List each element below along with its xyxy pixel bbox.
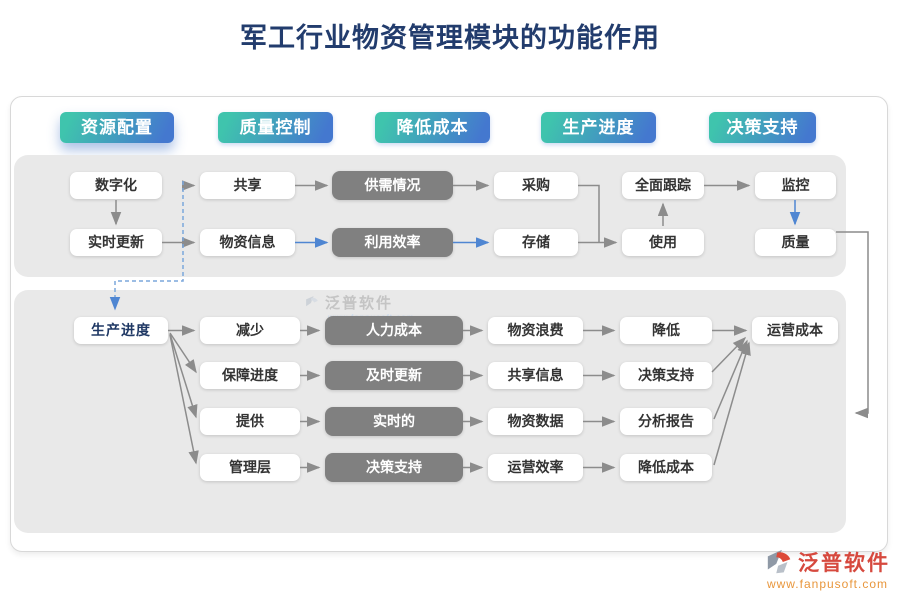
node-timely-update: 及时更新: [325, 361, 463, 390]
node-analysis-report: 分析报告: [620, 408, 712, 435]
node-provide: 提供: [200, 408, 300, 435]
node-realtime: 实时的: [325, 407, 463, 436]
pill-cost-reduction[interactable]: 降低成本: [375, 112, 490, 143]
footer-brand: 泛普软件: [798, 551, 890, 575]
node-labor-cost: 人力成本: [325, 316, 463, 345]
watermark-logo-icon: [306, 296, 318, 307]
brand-logo-icon: [767, 549, 791, 574]
node-reduce: 减少: [200, 317, 300, 344]
node-operating-efficiency: 运营效率: [488, 454, 583, 481]
node-storage: 存储: [494, 229, 578, 256]
node-quality: 质量: [755, 229, 836, 256]
pill-decision-support[interactable]: 决策支持: [709, 112, 816, 143]
node-production-progress: 生产进度: [74, 317, 168, 344]
node-decision-support-dark: 决策支持: [325, 453, 463, 482]
footer-url[interactable]: www.fanpusoft.com: [766, 577, 889, 591]
pill-production-progress[interactable]: 生产进度: [541, 112, 656, 143]
node-full-tracking: 全面跟踪: [622, 172, 704, 199]
node-material-data: 物资数据: [488, 408, 583, 435]
node-monitoring: 监控: [755, 172, 836, 199]
node-decision-support: 决策支持: [620, 362, 712, 389]
node-operating-cost: 运营成本: [752, 317, 838, 344]
node-management: 管理层: [200, 454, 300, 481]
node-utilization: 利用效率: [332, 228, 453, 257]
node-usage: 使用: [622, 229, 704, 256]
diagram-title: 军工行业物资管理模块的功能作用: [240, 23, 660, 53]
footer-logo: 泛普软件 www.fanpusoft.com: [765, 547, 890, 591]
node-digitalization: 数字化: [70, 172, 162, 199]
node-material-waste: 物资浪费: [488, 317, 583, 344]
pill-resource-allocation[interactable]: 资源配置: [60, 112, 174, 143]
node-material-info: 物资信息: [200, 229, 295, 256]
node-shared-info: 共享信息: [488, 362, 583, 389]
node-lower-cost: 降低: [620, 317, 712, 344]
node-supply-demand: 供需情况: [332, 171, 453, 200]
watermark-brand: 泛普软件: [325, 295, 394, 312]
node-ensure-progress: 保障进度: [200, 362, 300, 389]
node-sharing: 共享: [200, 172, 295, 199]
node-realtime-update: 实时更新: [70, 229, 162, 256]
pill-quality-control[interactable]: 质量控制: [218, 112, 333, 143]
node-cost-reduction: 降低成本: [620, 454, 712, 481]
node-procurement: 采购: [494, 172, 578, 199]
